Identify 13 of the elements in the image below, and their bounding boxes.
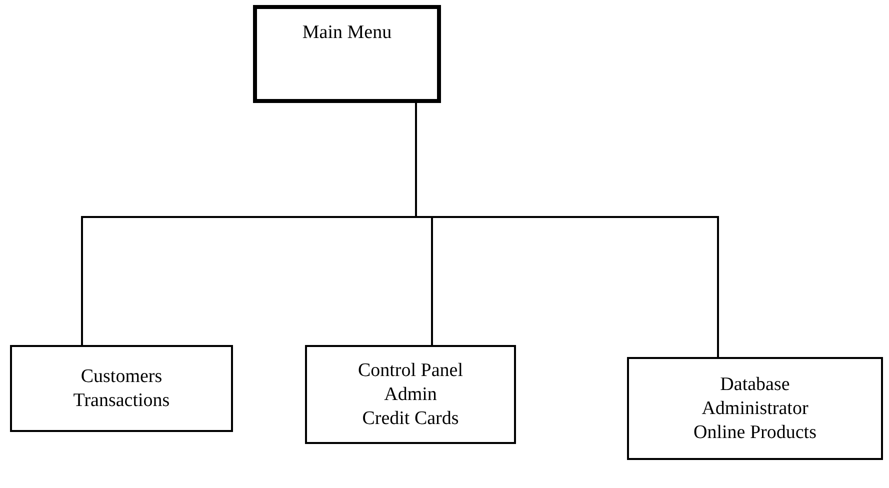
menu-box (305, 345, 516, 444)
box-text: Administrator (702, 396, 808, 420)
menu-box (627, 357, 883, 460)
box-text: Transactions (73, 388, 170, 412)
box-text: Control Panel (358, 358, 464, 382)
menu-box (253, 5, 441, 103)
box-text: Database (720, 372, 790, 396)
box-text: Online Products (694, 420, 816, 444)
box-text: Main Menu (302, 21, 392, 45)
box-text: Customers (80, 364, 162, 388)
menu-box (10, 345, 233, 432)
box-text: Admin (384, 382, 437, 406)
box-text: Credit Cards (362, 406, 459, 430)
